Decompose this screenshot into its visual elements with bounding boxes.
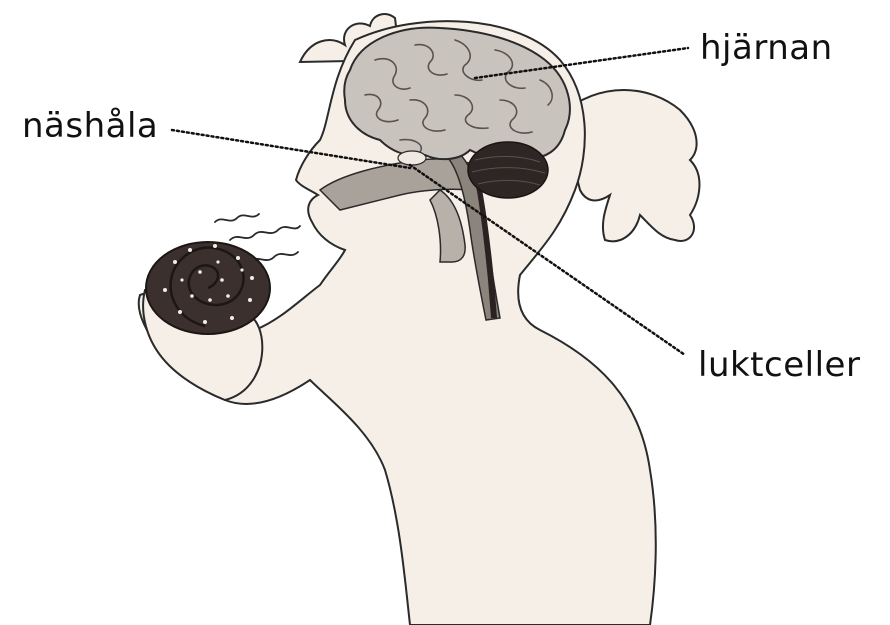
label-olfactory-cells: luktceller bbox=[698, 345, 860, 385]
label-brain: hjärnan bbox=[700, 28, 833, 68]
olfactory-bulb bbox=[398, 151, 426, 165]
label-nasal-cavity: näshåla bbox=[22, 106, 158, 146]
cinnamon-roll bbox=[146, 242, 270, 334]
